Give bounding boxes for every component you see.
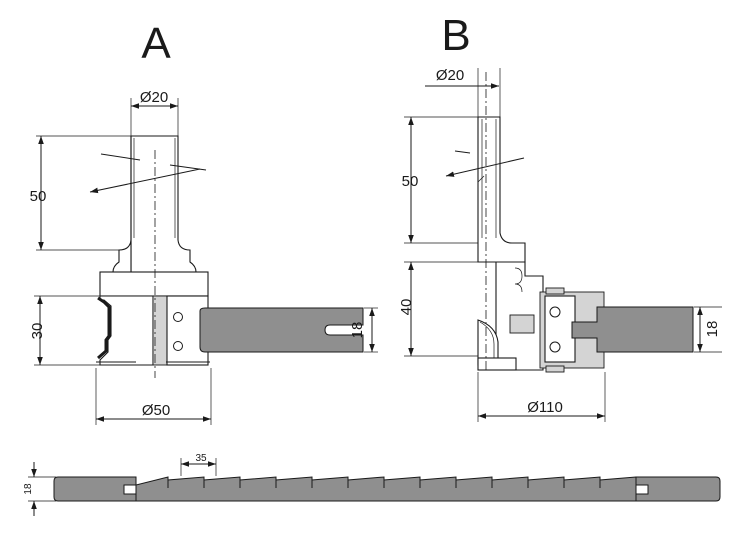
a-cut-height-text: 30 xyxy=(29,323,46,340)
a-board-thickness-text: 18 xyxy=(349,322,366,339)
joint-pitch-text: 35 xyxy=(195,453,207,464)
b-shank-diameter-text: Ø20 xyxy=(436,67,464,84)
figure-b: B Ø20 50 xyxy=(398,11,722,422)
b-board xyxy=(571,306,694,353)
joint-thickness-text: 18 xyxy=(23,483,34,495)
a-profile-knife xyxy=(97,296,111,360)
a-screw-top xyxy=(173,312,183,322)
b-cutter-diameter-text: Ø110 xyxy=(527,399,563,416)
b-shank-length-text: 50 xyxy=(402,173,419,190)
b-shank xyxy=(477,116,526,263)
a-screw-bottom xyxy=(173,341,183,351)
a-shank-diameter-text: Ø20 xyxy=(140,89,168,106)
joint-left-board xyxy=(53,476,137,502)
figure-a-label: A xyxy=(141,19,171,68)
a-cutter-diameter-text: Ø50 xyxy=(142,402,170,419)
joint-finger-strip xyxy=(135,476,637,502)
b-rotation-arrow xyxy=(445,157,525,177)
joint-right-board xyxy=(635,476,721,502)
b-board-thickness-text: 18 xyxy=(704,321,721,338)
a-shank xyxy=(130,135,197,273)
a-shank-length-text: 50 xyxy=(30,188,47,205)
finger-joint: 18 35 xyxy=(23,453,721,516)
b-cut-height-text: 40 xyxy=(398,299,415,316)
a-board xyxy=(199,307,364,353)
figure-a: A Ø20 50 30 xyxy=(29,19,378,425)
a-cutter-collar xyxy=(99,271,209,297)
figure-b-label: B xyxy=(441,11,470,60)
a-rotation-arrow xyxy=(89,168,201,194)
b-screw-bottom xyxy=(549,341,561,353)
b-screw-top xyxy=(549,306,561,318)
